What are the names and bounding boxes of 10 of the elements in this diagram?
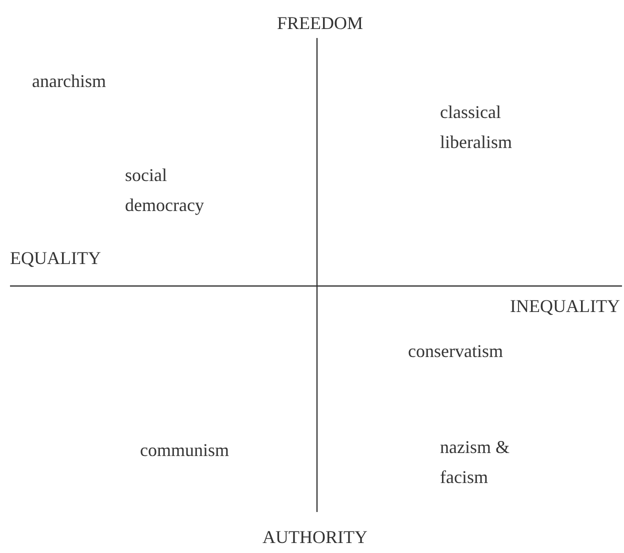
axis-label: EQUALITY	[10, 247, 102, 270]
ideology-label: social democracy	[125, 164, 205, 217]
ideology-label: anarchism	[32, 70, 107, 93]
axis-label: AUTHORITY	[262, 526, 368, 549]
axis-label: INEQUALITY	[509, 295, 620, 318]
ideology-label: classical liberalism	[440, 101, 513, 154]
ideology-label: communism	[140, 439, 230, 462]
ideology-label: nazism & facism	[440, 436, 510, 489]
ideology-label: conservatism	[408, 340, 504, 363]
axis-label: FREEDOM	[276, 12, 364, 35]
